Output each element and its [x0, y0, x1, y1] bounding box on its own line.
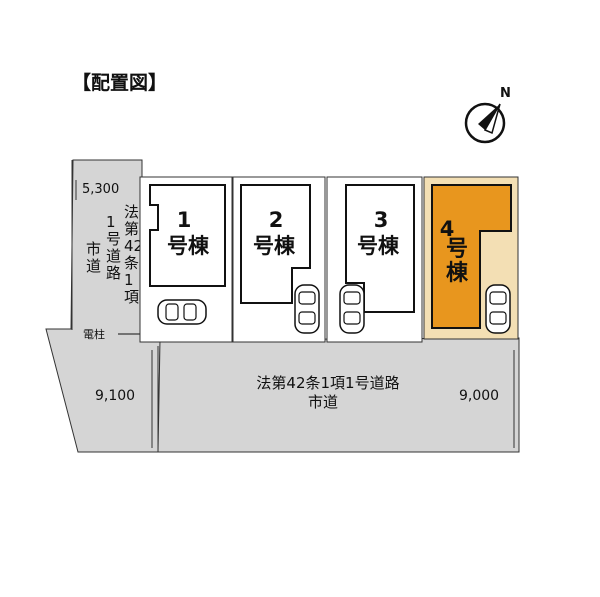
main-road-width-right: 9,000: [459, 388, 499, 404]
car-icon: [485, 284, 511, 334]
car-icon: [157, 299, 207, 325]
lot-3: 3 号棟: [326, 176, 423, 343]
building-1-name: 号棟: [167, 234, 210, 258]
car-icon: [294, 284, 320, 334]
page-title: 【配置図】: [72, 71, 167, 94]
building-3-number: 3: [374, 208, 389, 232]
north-arrow-icon: N: [464, 86, 511, 144]
utility-pole-label: 電柱: [83, 327, 105, 341]
building-4-name: 号棟: [446, 237, 469, 286]
main-road-type-label: 市道: [308, 393, 338, 411]
lot-4: 4 号棟: [423, 176, 519, 340]
lot-1: 1 号棟: [139, 176, 233, 343]
car-icon: [339, 284, 365, 334]
main-road-width-left: 9,100: [95, 388, 135, 404]
side-road-width: 5,300: [82, 182, 119, 197]
main-road-legal-label: 法第42条1項1号道路: [256, 374, 399, 392]
building-2-number: 2: [269, 208, 284, 232]
building-4-number: 4: [440, 217, 455, 241]
building-2-name: 号棟: [253, 234, 296, 258]
lot-2: 2 号棟: [232, 176, 326, 343]
north-label: N: [500, 86, 511, 101]
building-3-name: 号棟: [357, 234, 400, 258]
side-road-legal-col3: 市道: [86, 240, 101, 275]
building-1-number: 1: [177, 208, 192, 232]
